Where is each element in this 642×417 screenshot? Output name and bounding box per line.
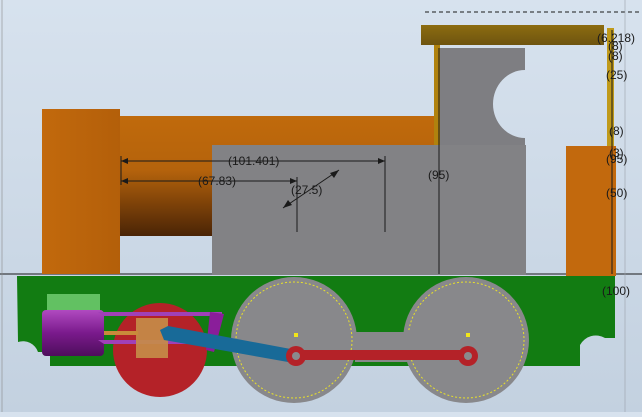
- axle-center-2: [466, 333, 470, 337]
- crosshead[interactable]: [136, 318, 168, 358]
- dimension-label[interactable]: (50): [606, 186, 628, 200]
- dimension-label[interactable]: (101.401): [228, 154, 280, 168]
- crank-pin-1: [292, 352, 300, 360]
- driving-wheel-1[interactable]: [231, 277, 357, 403]
- dimension-label[interactable]: (8): [609, 124, 624, 138]
- crank-pin-2: [464, 352, 472, 360]
- cab-side[interactable]: [440, 48, 525, 145]
- cylinder[interactable]: [42, 310, 104, 356]
- slide-bar-top: [98, 312, 222, 316]
- piston-rod: [104, 331, 138, 335]
- dimension-label[interactable]: (100): [602, 284, 631, 298]
- smokebox[interactable]: [42, 109, 120, 274]
- dimension-label[interactable]: (95): [428, 168, 450, 182]
- dimension-label[interactable]: (3): [609, 146, 624, 160]
- cylinder-cover: [47, 294, 100, 310]
- coupling-rod[interactable]: [294, 350, 468, 360]
- dimension-label[interactable]: (8): [608, 49, 623, 63]
- dimension-label[interactable]: (6.218): [597, 31, 636, 45]
- dimension-label[interactable]: (27.5): [291, 183, 323, 197]
- cab-roof[interactable]: [421, 25, 604, 45]
- driving-wheel-2[interactable]: [403, 277, 529, 403]
- dimension-label[interactable]: (25): [606, 68, 628, 82]
- side-tank[interactable]: [212, 145, 526, 275]
- dimension-lines: [120, 30, 613, 274]
- connecting-rod[interactable]: [160, 326, 296, 362]
- dimension-label[interactable]: (67.83): [198, 174, 237, 188]
- coal-bunker[interactable]: [566, 146, 616, 276]
- axle-center-1: [294, 333, 298, 337]
- cab-front-pillar: [434, 42, 440, 145]
- dimension-arrows: [121, 158, 385, 208]
- dimension-label[interactable]: (8): [608, 39, 623, 53]
- dimension-label[interactable]: (95): [606, 152, 628, 166]
